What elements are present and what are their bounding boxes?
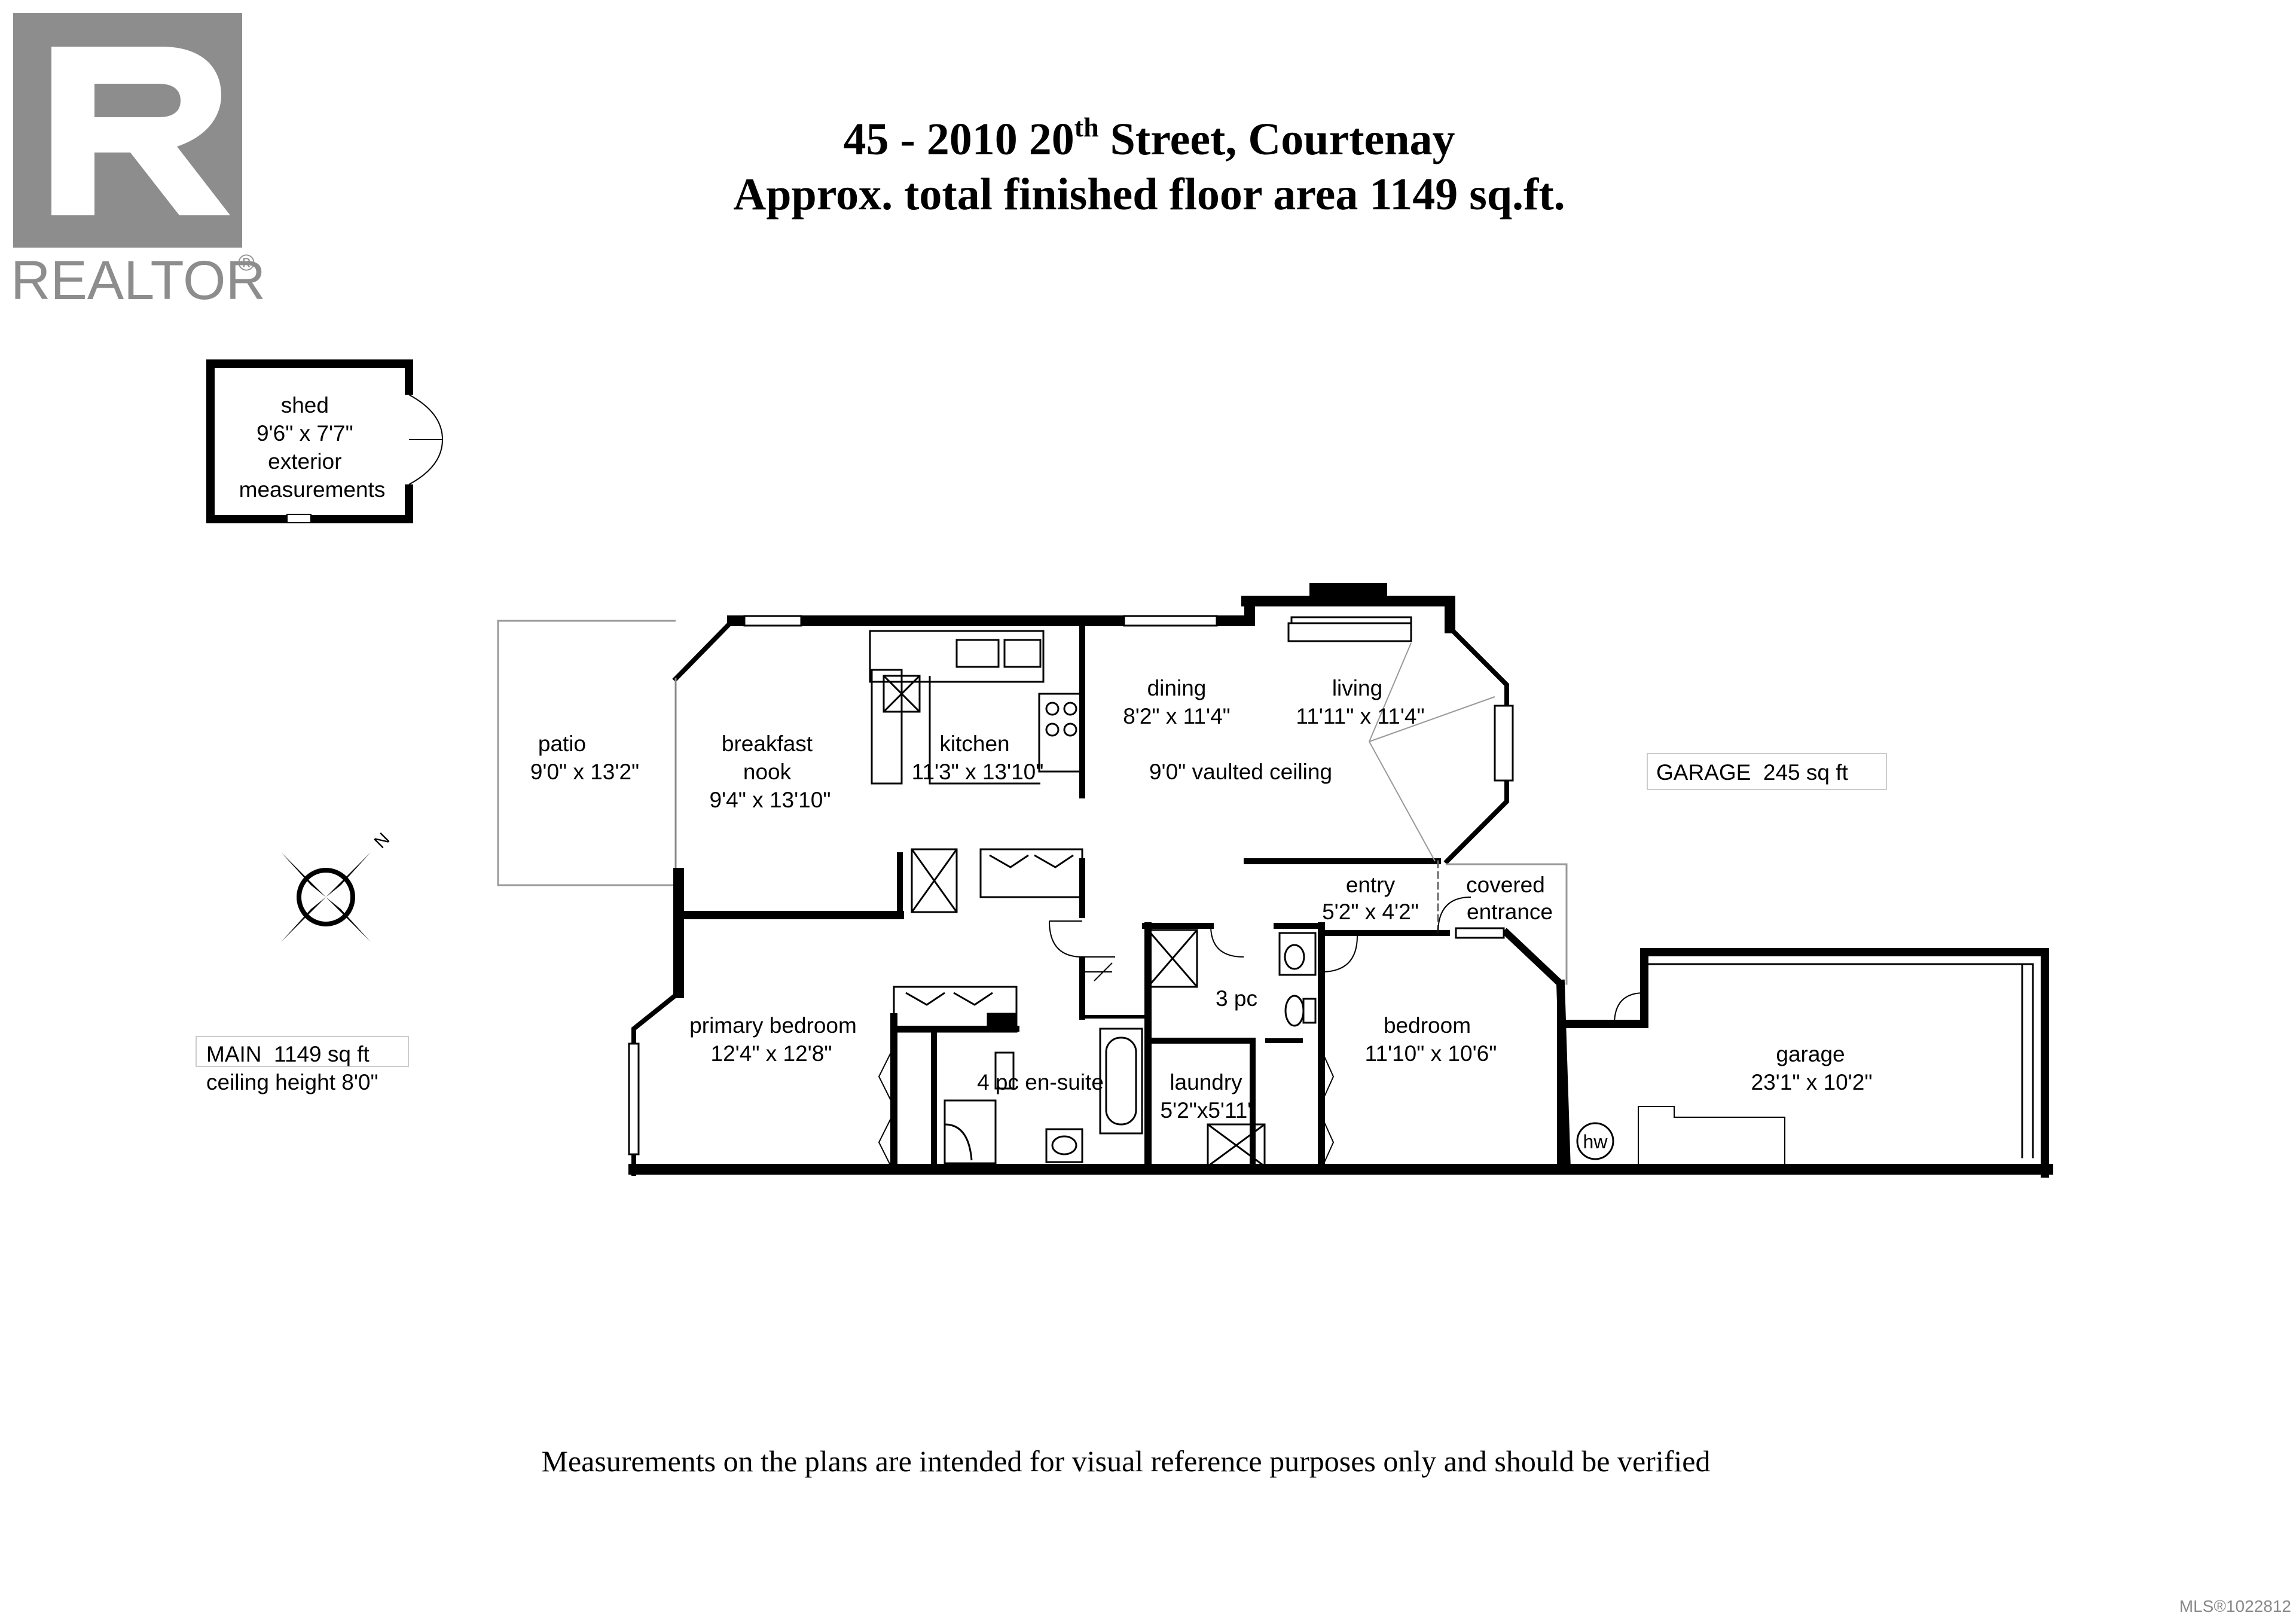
patio [497, 620, 676, 886]
vaulted-ceiling-lines [1368, 642, 1495, 862]
address-title: 45 - 2010 20th Street, Courtenay [843, 112, 1455, 164]
logo-text: REALTOR [11, 250, 265, 311]
hot-water-label: hw [1583, 1131, 1608, 1153]
disclaimer-footer: Measurements on the plans are intended f… [542, 1444, 1711, 1478]
shed: shed 9'6" x 7'7" exterior measurements [206, 359, 444, 523]
doors [878, 897, 1645, 1167]
fixtures [869, 622, 1614, 1167]
room-ensuite: 4 pc en-suite [977, 1070, 1104, 1094]
garage-area-box: GARAGE 245 sq ft [1647, 753, 1887, 790]
mls-number: MLS®1022812 [2179, 1597, 2291, 1615]
total-area-line: Approx. total finished floor area 1149 s… [733, 169, 1565, 219]
compass-icon: N [281, 829, 393, 942]
compass-north: N [371, 829, 394, 852]
vaulted-ceiling-note: 9'0" vaulted ceiling [1149, 760, 1332, 784]
room-3pc-bath: 3 pc [1216, 986, 1257, 1011]
svg-text:shed 9'6" x 7'7" e: shed 9'6" x 7'7" exterior measurements [239, 393, 386, 502]
shed-note-1: exterior [268, 449, 341, 474]
shed-note-2: measurements [239, 477, 386, 502]
svg-text:GARAGE 245 sq ft: GARAGE 245 sq ft [1656, 760, 1849, 785]
realtor-logo: REALTOR ® [11, 13, 265, 311]
shed-dims: 9'6" x 7'7" [257, 421, 353, 446]
windows [628, 615, 1514, 1155]
shed-label: shed [281, 393, 329, 417]
logo-registered-mark: ® [238, 251, 255, 276]
